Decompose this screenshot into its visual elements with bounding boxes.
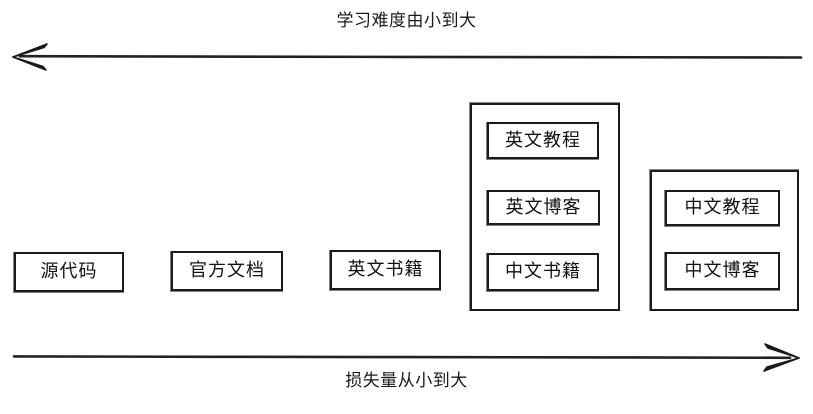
node-english-blog[interactable]: 英文博客	[486, 190, 600, 226]
node-label: 英文教程	[505, 129, 581, 151]
node-label: 中文教程	[684, 197, 761, 218]
node-official-docs[interactable]: 官方文档	[170, 251, 283, 292]
node-label: 英文书籍	[347, 259, 424, 280]
node-source-code[interactable]: 源代码	[13, 252, 124, 293]
node-label: 源代码	[40, 261, 98, 282]
node-chinese-tutorial[interactable]: 中文教程	[664, 190, 780, 227]
bottom-axis-caption: 损失量从小到大	[345, 371, 468, 391]
top-axis-caption: 学习难度由小到大	[336, 11, 477, 31]
node-label: 中文博客	[684, 260, 761, 281]
node-chinese-blog[interactable]: 中文博客	[664, 252, 780, 291]
node-label: 官方文档	[189, 260, 265, 281]
node-label: 英文博客	[505, 196, 582, 218]
node-chinese-books[interactable]: 中文书籍	[486, 253, 599, 292]
arrow-right-icon	[12, 343, 800, 372]
arrow-left-icon	[12, 43, 803, 71]
node-english-tutorial[interactable]: 英文教程	[486, 122, 599, 160]
node-english-books[interactable]: 英文书籍	[329, 250, 441, 291]
node-label: 中文书籍	[505, 261, 581, 282]
